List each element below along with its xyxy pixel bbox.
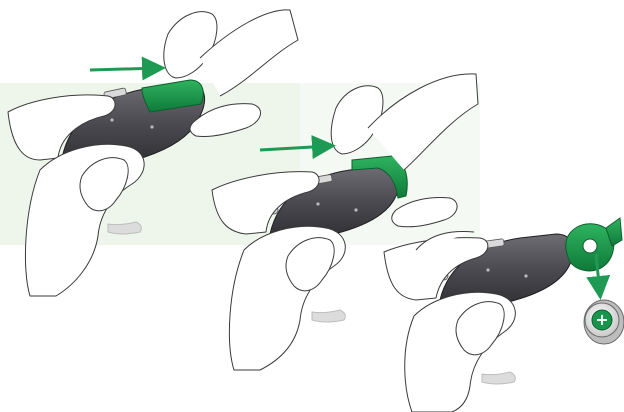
step-3-group bbox=[384, 218, 624, 412]
battery-plus-symbol: + bbox=[594, 309, 610, 331]
step3-tube bbox=[482, 372, 515, 384]
step2-tube bbox=[312, 310, 345, 322]
